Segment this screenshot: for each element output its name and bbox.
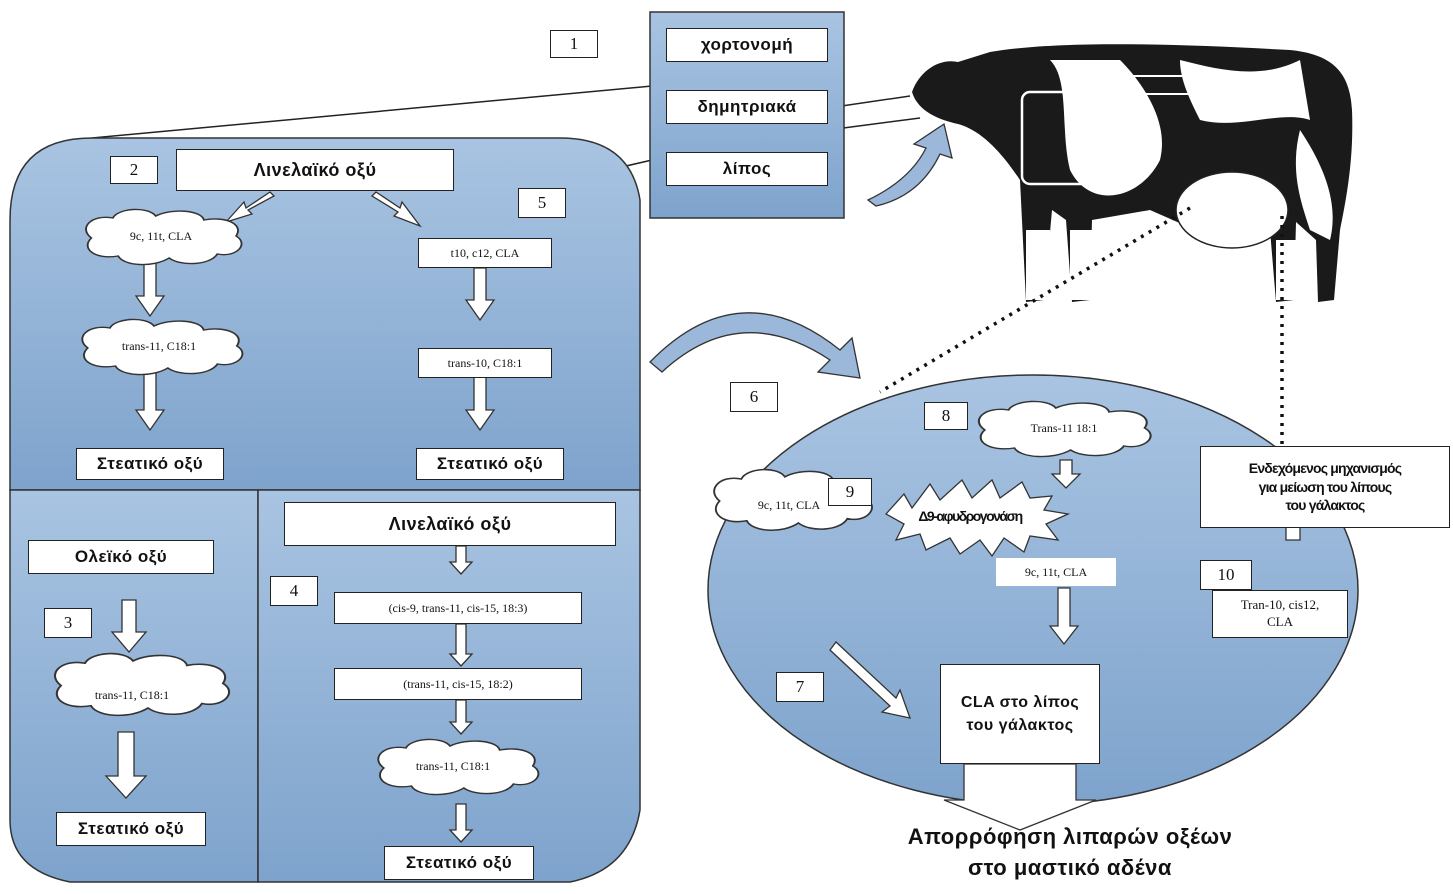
- feed-forage: χορτονομή: [666, 28, 828, 62]
- step-4-label: 4: [270, 576, 318, 606]
- stearic-acid-left: Στεατικό οξύ: [76, 448, 224, 480]
- box-trans11-cis15-18-2: (trans-11, cis-15, 18:2): [334, 668, 582, 700]
- cla-milk-fat-box: CLA στο λίπος του γάλακτος: [940, 664, 1100, 764]
- box-trans10-c18-1: trans-10, C18:1: [418, 348, 552, 378]
- cow-illustration: [912, 44, 1352, 302]
- linoleic-acid-bottom: Λινελαϊκό οξύ: [284, 502, 616, 546]
- step-10-label: 10: [1200, 560, 1252, 590]
- linoleic-acid-top: Λινελαϊκό οξύ: [176, 149, 454, 191]
- desaturase-label: Δ9-αφυδρογονάση: [900, 504, 1040, 528]
- cloud-trans11-c18-1: trans-11, C18:1: [84, 332, 234, 360]
- feed-fat: λίπος: [666, 152, 828, 186]
- stearic-acid-bottom-right: Στεατικό οξύ: [384, 846, 534, 880]
- step-7-label: 7: [776, 672, 824, 702]
- caption: Απορρόφηση λιπαρών οξέων στο μαστικό αδέ…: [850, 822, 1290, 884]
- oleic-acid: Ολεϊκό οξύ: [28, 540, 214, 574]
- stearic-acid-bottom-left: Στεατικό οξύ: [56, 812, 206, 846]
- feed-grains: δημητριακά: [666, 90, 828, 124]
- step-3-label: 3: [44, 608, 92, 638]
- cloud-trans11-c18-1-bottom: trans-11, C18:1: [378, 752, 528, 780]
- step-8-label: 8: [924, 402, 968, 430]
- box-9c11t-cla-gland: 9c, 11t, CLA: [996, 558, 1116, 586]
- step-1-label: 1: [550, 30, 598, 58]
- cloud-trans11-18-1: Trans-11 18:1: [984, 414, 1144, 442]
- curved-arrow: [650, 313, 860, 378]
- box-t10c12-cla: t10, c12, CLA: [418, 238, 552, 268]
- cloud-9c11t-cla: 9c, 11t, CLA: [86, 222, 236, 250]
- box-cis9-trans11-cis15-18-3: (cis-9, trans-11, cis-15, 18:3): [334, 592, 582, 624]
- stearic-acid-right: Στεατικό οξύ: [416, 448, 564, 480]
- connector-line: [92, 86, 652, 138]
- cloud-trans11-c18-1-left: trans-11, C18:1: [52, 680, 212, 710]
- step-5-label: 5: [518, 188, 566, 218]
- cloud-9c11t-cla-gland: 9c, 11t, CLA: [714, 490, 864, 520]
- box-tran10-cis12-cla: Tran-10, cis12, CLA: [1212, 590, 1348, 638]
- step-6-label: 6: [730, 382, 778, 412]
- curved-arrow-small: [868, 124, 952, 206]
- step-2-label: 2: [110, 156, 158, 184]
- mechanism-box: Ενδεχόμενος μηχανισμός για μείωση του λί…: [1200, 446, 1450, 528]
